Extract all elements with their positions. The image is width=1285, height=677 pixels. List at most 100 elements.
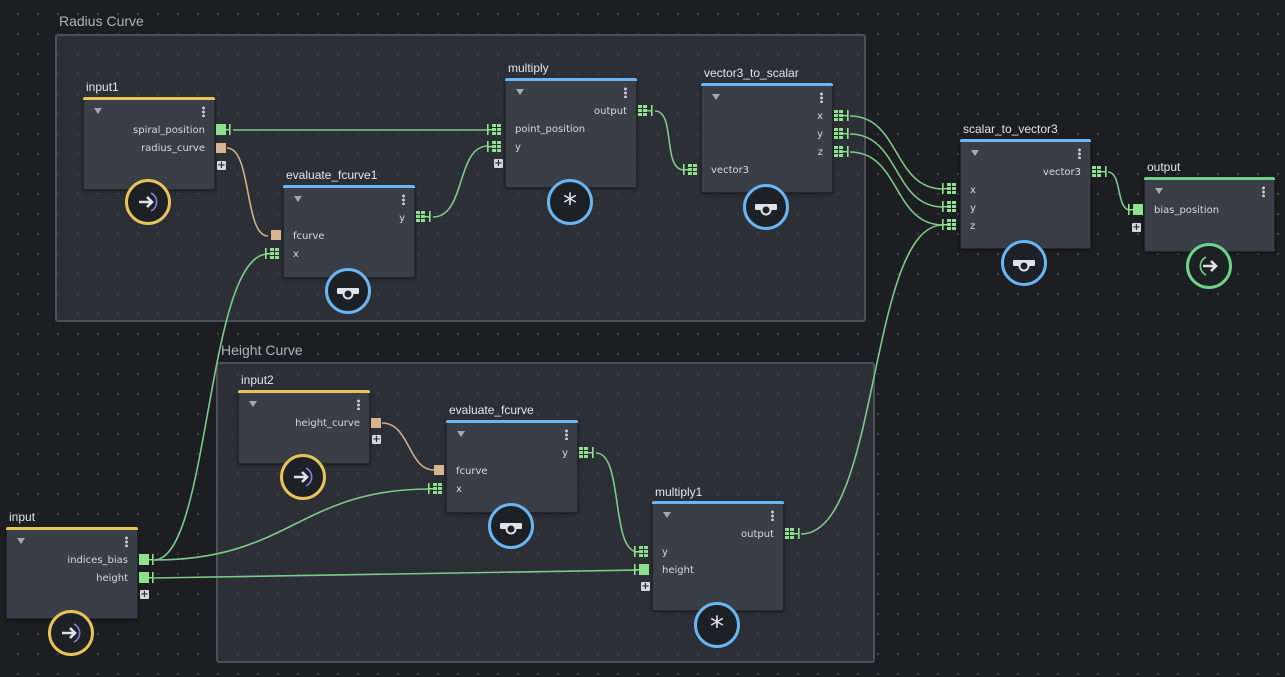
- arrow-in-icon: [48, 610, 94, 656]
- port-label-output: output: [741, 529, 774, 540]
- port-fcurve-in[interactable]: [270, 229, 282, 241]
- port-indices-bias-out[interactable]: [139, 553, 157, 567]
- port-radius-curve-out[interactable]: [216, 142, 228, 154]
- port-label-height-curve: height_curve: [295, 418, 360, 429]
- collapse-triangle-icon[interactable]: [971, 150, 979, 156]
- port-label-height: height: [96, 573, 128, 584]
- port-vector3-out[interactable]: [1092, 165, 1110, 179]
- node-accent-bar: [83, 97, 215, 100]
- collapse-triangle-icon[interactable]: [249, 401, 257, 407]
- group-title-radius-curve: Radius Curve: [59, 13, 144, 29]
- arrow-in-icon: [125, 179, 171, 225]
- port-x-in[interactable]: [427, 482, 445, 496]
- node-title-evaluate-fcurve1: evaluate_fcurve1: [286, 168, 378, 182]
- port-y-out[interactable]: [579, 446, 597, 460]
- port-label-output: output: [594, 106, 627, 117]
- node-multiply1[interactable]: output y height: [652, 501, 784, 611]
- port-label-vector3: vector3: [711, 165, 750, 176]
- node-menu-icon[interactable]: [1078, 148, 1081, 159]
- node-menu-icon[interactable]: [820, 92, 823, 103]
- port-label-z: z: [817, 147, 823, 158]
- node-menu-icon[interactable]: [202, 106, 205, 117]
- curve-eval-icon: [325, 268, 371, 314]
- node-accent-bar: [960, 139, 1091, 142]
- group-title-height-curve: Height Curve: [221, 342, 303, 358]
- port-fcurve-in[interactable]: [433, 464, 445, 476]
- port-label-y: y: [817, 129, 823, 140]
- node-menu-icon[interactable]: [624, 87, 627, 98]
- node-menu-icon[interactable]: [1262, 186, 1265, 197]
- node-accent-bar: [238, 390, 370, 393]
- node-menu-icon[interactable]: [357, 399, 360, 410]
- node-evaluate-fcurve[interactable]: y fcurve x: [446, 420, 578, 513]
- collapse-triangle-icon[interactable]: [17, 538, 25, 544]
- port-spiral-position-out[interactable]: [216, 123, 234, 137]
- node-evaluate-fcurve1[interactable]: y fcurve x: [283, 185, 415, 278]
- node-title-input2: input2: [241, 373, 274, 387]
- port-label-fcurve: fcurve: [293, 231, 325, 242]
- node-menu-icon[interactable]: [771, 510, 774, 521]
- node-menu-icon[interactable]: [565, 429, 568, 440]
- convert-icon: [743, 184, 789, 230]
- convert-icon: [1001, 240, 1047, 286]
- collapse-triangle-icon[interactable]: [94, 108, 102, 114]
- node-output[interactable]: bias_position: [1144, 177, 1275, 252]
- port-x-in[interactable]: [264, 247, 282, 261]
- node-multiply[interactable]: output point_position y: [505, 78, 637, 188]
- node-input[interactable]: indices_bias height: [6, 527, 138, 619]
- port-x-in[interactable]: [941, 182, 959, 196]
- add-port-button[interactable]: +: [1132, 222, 1141, 233]
- port-point-position-in[interactable]: [486, 123, 504, 137]
- curve-eval-icon: [488, 503, 534, 549]
- port-height-in[interactable]: [633, 563, 651, 577]
- add-port-button[interactable]: +: [217, 160, 226, 171]
- port-label-height: height: [662, 565, 694, 576]
- node-title-multiply: multiply: [508, 61, 549, 75]
- port-label-y: y: [399, 213, 405, 224]
- node-input2[interactable]: height_curve: [238, 390, 370, 464]
- port-label-spiral-position: spiral_position: [133, 125, 205, 136]
- node-accent-bar: [652, 501, 784, 504]
- port-z-in[interactable]: [941, 218, 959, 232]
- port-y-out[interactable]: [416, 210, 434, 224]
- port-label-x: x: [970, 185, 976, 196]
- node-menu-icon[interactable]: [125, 536, 128, 547]
- add-port-button[interactable]: +: [372, 434, 381, 445]
- port-label-bias-position: bias_position: [1154, 205, 1220, 216]
- collapse-triangle-icon[interactable]: [294, 196, 302, 202]
- port-label-y: y: [662, 547, 668, 558]
- node-title-evaluate-fcurve: evaluate_fcurve: [449, 403, 534, 417]
- add-port-button[interactable]: +: [494, 158, 503, 169]
- collapse-triangle-icon[interactable]: [1155, 188, 1163, 194]
- node-scalar-to-vector3[interactable]: vector3 x y z: [960, 139, 1091, 249]
- port-output-out[interactable]: [785, 527, 803, 541]
- node-accent-bar: [283, 185, 415, 188]
- port-label-radius-curve: radius_curve: [141, 143, 205, 154]
- port-z-out[interactable]: [834, 145, 852, 159]
- node-menu-icon[interactable]: [402, 194, 405, 205]
- add-port-button[interactable]: +: [641, 581, 650, 592]
- port-height-out[interactable]: [139, 571, 157, 585]
- port-label-y: y: [515, 142, 521, 153]
- port-height-curve-out[interactable]: [371, 417, 383, 429]
- node-vector3-to-scalar[interactable]: x y z vector3: [701, 83, 833, 193]
- collapse-triangle-icon[interactable]: [712, 94, 720, 100]
- port-label-x: x: [293, 249, 299, 260]
- port-y-in[interactable]: [941, 200, 959, 214]
- port-y-in[interactable]: [486, 140, 504, 154]
- port-x-out[interactable]: [834, 109, 852, 123]
- node-title-scalar-to-vector3: scalar_to_vector3: [963, 122, 1058, 136]
- collapse-triangle-icon[interactable]: [457, 431, 465, 437]
- collapse-triangle-icon[interactable]: [663, 512, 671, 518]
- port-label-point-position: point_position: [515, 124, 586, 135]
- node-accent-bar: [6, 527, 138, 530]
- port-output-out[interactable]: [638, 104, 656, 118]
- add-port-button[interactable]: +: [140, 589, 149, 600]
- node-title-vector3-to-scalar: vector3_to_scalar: [704, 66, 799, 80]
- port-bias-position-in[interactable]: [1127, 203, 1145, 217]
- collapse-triangle-icon[interactable]: [516, 89, 524, 95]
- node-input1[interactable]: spiral_position radius_curve: [83, 97, 215, 190]
- port-y-in[interactable]: [633, 545, 651, 559]
- port-y-out[interactable]: [834, 127, 852, 141]
- port-vector3-in[interactable]: [682, 163, 700, 177]
